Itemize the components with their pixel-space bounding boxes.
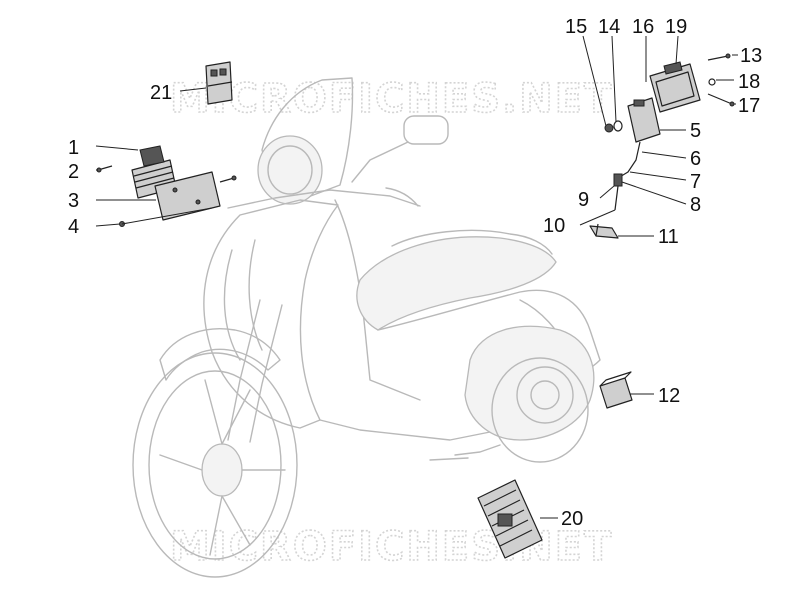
part-18-washer [708,78,716,86]
scooter-outline [132,77,601,578]
leader-lines [95,35,738,519]
part-14-washer [613,120,623,132]
part-15-nut [604,123,614,133]
callout-12: 12 [658,385,680,407]
callout-8: 8 [690,194,701,216]
callout-21: 21 [150,82,172,104]
callout-17: 17 [738,95,760,117]
callout-11: 11 [658,226,679,248]
callout-20: 20 [561,508,583,530]
part-7-8-connector [613,173,623,211]
part-11-bracket [589,223,619,239]
callout-2: 2 [68,161,79,183]
callout-7: 7 [690,171,701,193]
callout-6: 6 [690,148,701,170]
part-17-screw [707,93,735,107]
callout-10: 10 [543,215,565,237]
callout-1: 1 [68,137,79,159]
callout-3: 3 [68,190,79,212]
watermark-top: MICROFICHES.NET [170,76,613,122]
callout-4: 4 [68,216,79,238]
callout-16: 16 [632,16,654,38]
part-screw-right [219,175,237,183]
part-2-screw [96,165,113,173]
callout-5: 5 [690,120,701,142]
part-16-19-bracket [649,61,701,113]
part-13-screw [707,53,731,61]
part-6-cable [617,141,641,179]
callout-19: 19 [665,16,687,38]
part-12-relay [599,371,633,409]
part-21-bracket [205,61,233,105]
part-5-relay [627,97,661,143]
callout-labels: 21 1 2 3 4 15 14 16 19 13 18 17 5 6 7 8 … [68,16,762,530]
part-3-plate [154,171,221,221]
callout-18: 18 [738,71,760,93]
watermark-bottom: MICROFICHES.NET [170,524,613,570]
part-20-control-unit [477,479,543,559]
callout-14: 14 [598,16,620,38]
callout-9: 9 [578,189,589,211]
callout-15: 15 [565,16,587,38]
callout-13: 13 [740,45,762,67]
